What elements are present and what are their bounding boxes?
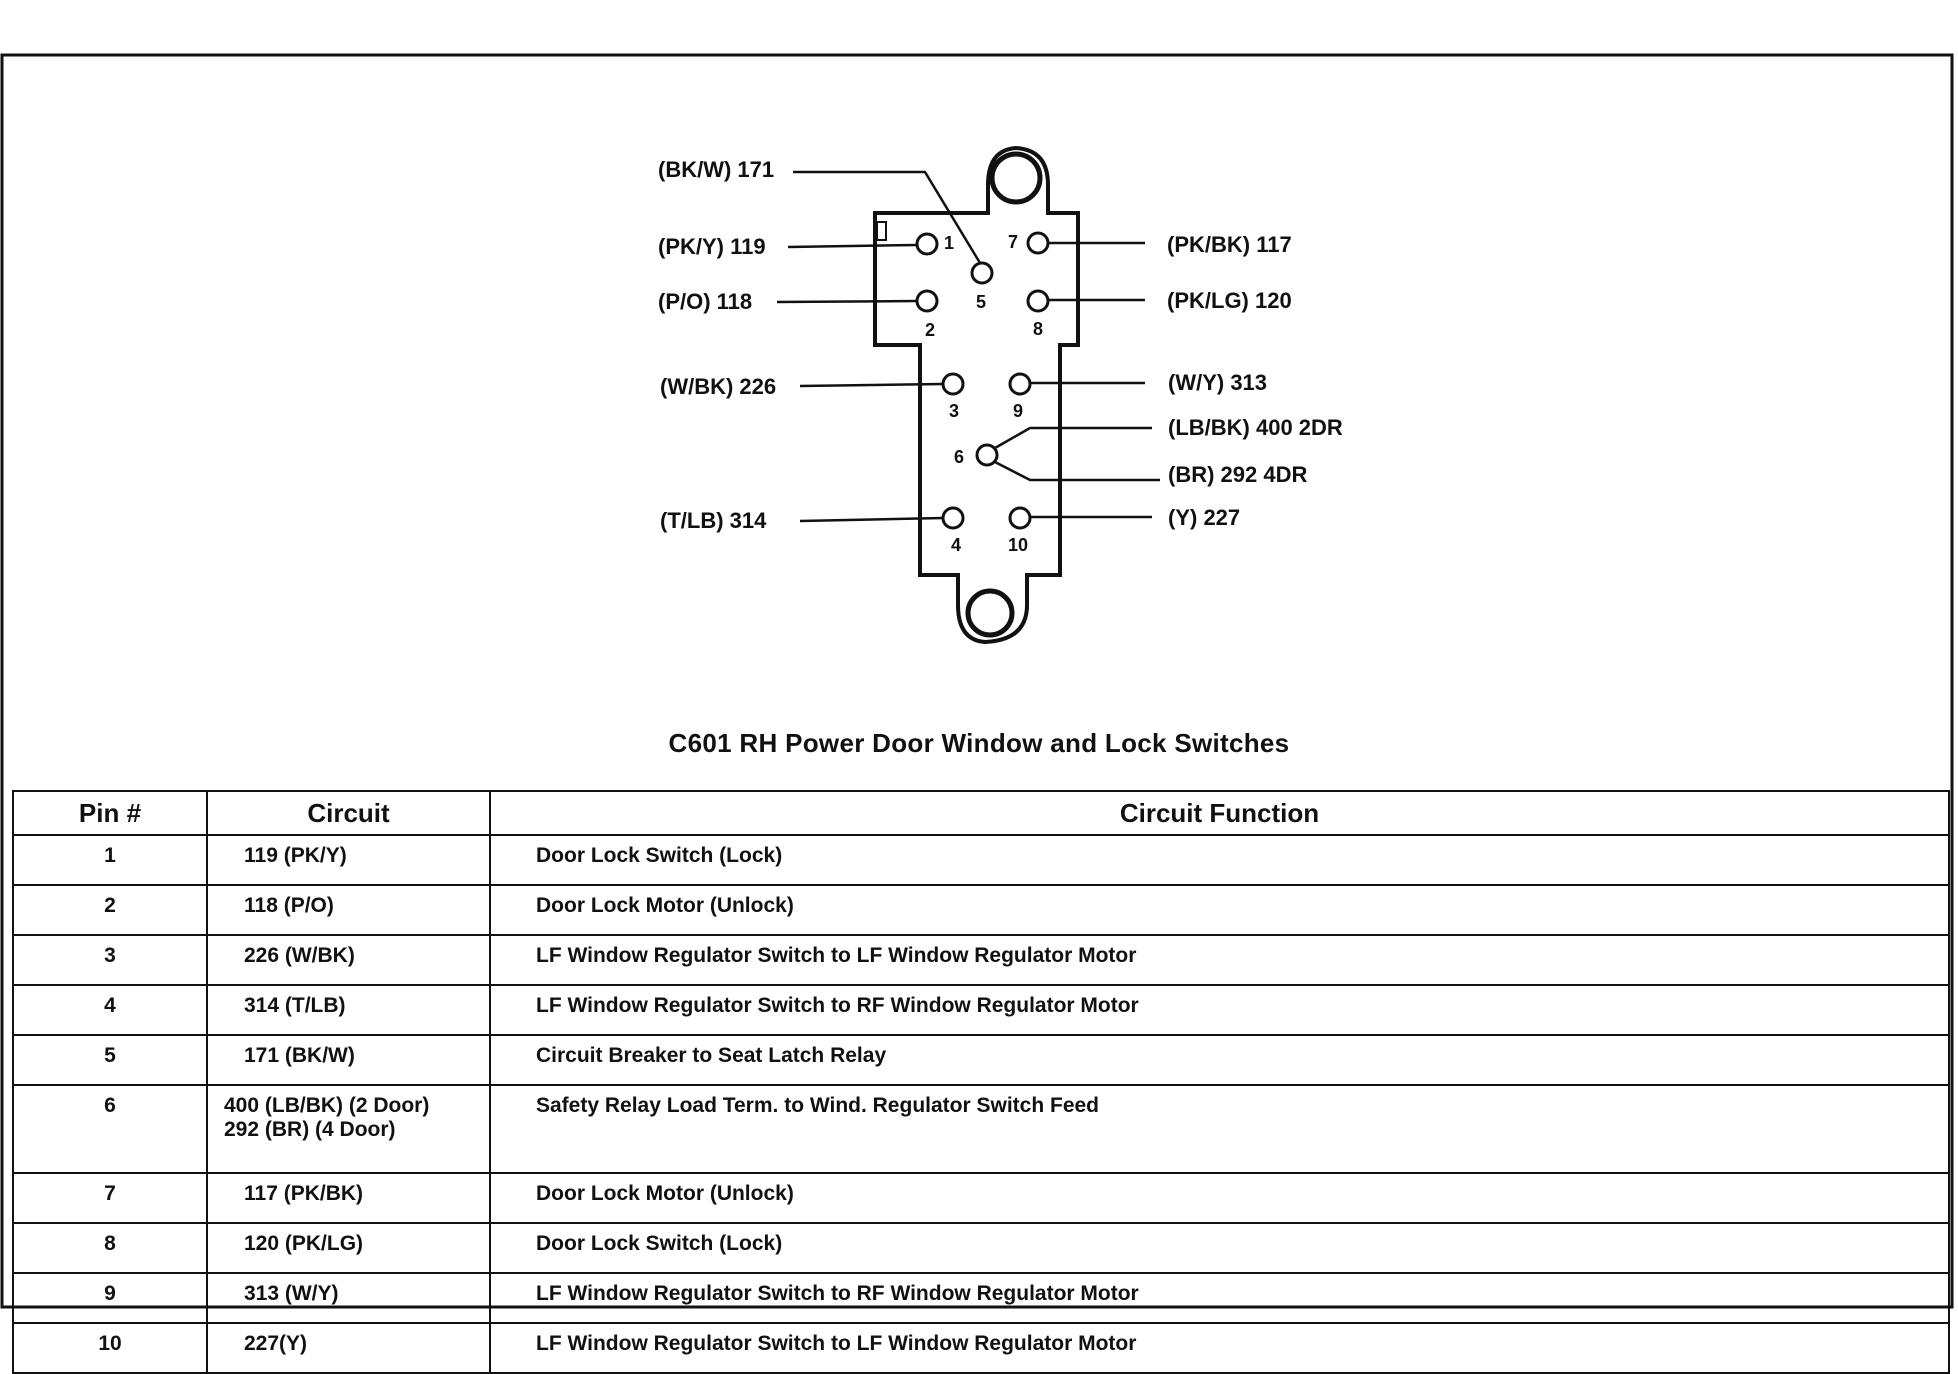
pin-number-5: 5	[976, 292, 986, 312]
table-row: 1 119 (PK/Y) Door Lock Switch (Lock)	[12, 834, 1950, 886]
pin-7-circle	[1026, 231, 1050, 255]
cell-pin: 4	[12, 984, 208, 1036]
cell-function: Circuit Breaker to Seat Latch Relay	[489, 1034, 1950, 1086]
cell-function: Door Lock Switch (Lock)	[489, 1222, 1950, 1274]
cell-function: LF Window Regulator Switch to RF Window …	[489, 1272, 1950, 1324]
cell-pin: 9	[12, 1272, 208, 1324]
pin-number-7: 7	[1008, 232, 1018, 252]
cell-circuit: 227(Y)	[206, 1322, 491, 1374]
cell-circuit: 314 (T/LB)	[206, 984, 491, 1036]
leader-pin6-4dr	[994, 460, 1160, 482]
table-row: 6 400 (LB/BK) (2 Door) 292 (BR) (4 Door)…	[12, 1084, 1950, 1174]
cell-circuit: 118 (P/O)	[206, 884, 491, 936]
leader-pin1	[787, 243, 918, 249]
pin-number-4: 4	[951, 535, 961, 555]
pin-3-circle	[941, 372, 965, 396]
pin-2-circle	[915, 289, 939, 313]
connector-outline	[873, 145, 1080, 645]
top-mount-hole	[989, 151, 1043, 205]
leader-pin6-2dr	[994, 426, 1152, 450]
leader-pin3	[799, 382, 944, 388]
pin-number-9: 9	[1013, 401, 1023, 421]
table-row: 4 314 (T/LB) LF Window Regulator Switch …	[12, 984, 1950, 1036]
wire-label-pin4: (T/LB) 314	[660, 508, 767, 533]
table-header-row: Pin # Circuit Circuit Function	[12, 790, 1950, 836]
wire-label-pin1: (PK/Y) 119	[658, 234, 766, 259]
pin-table: Pin # Circuit Circuit Function 1 119 (PK…	[12, 790, 1950, 1374]
cell-pin: 6	[12, 1084, 208, 1174]
table-row: 10 227(Y) LF Window Regulator Switch to …	[12, 1322, 1950, 1374]
cell-pin: 8	[12, 1222, 208, 1274]
wire-label-pin7: (PK/BK) 117	[1167, 232, 1292, 257]
pin-5-circle	[970, 261, 994, 285]
pin-number-10: 10	[1008, 535, 1028, 555]
header-pin: Pin #	[12, 790, 208, 836]
pin-number-3: 3	[949, 401, 959, 421]
cell-function: Door Lock Motor (Unlock)	[489, 1172, 1950, 1224]
wire-label-pin9: (W/Y) 313	[1168, 370, 1267, 395]
cell-function: Door Lock Switch (Lock)	[489, 834, 1950, 886]
table-row: 8 120 (PK/LG) Door Lock Switch (Lock)	[12, 1222, 1950, 1274]
cell-circuit: 120 (PK/LG)	[206, 1222, 491, 1274]
cell-pin: 3	[12, 934, 208, 986]
diagram-caption: C601 RH Power Door Window and Lock Switc…	[668, 728, 1290, 758]
bottom-mount-hole	[965, 588, 1015, 638]
cell-function: Safety Relay Load Term. to Wind. Regulat…	[489, 1084, 1950, 1174]
table-row: 7 117 (PK/BK) Door Lock Motor (Unlock)	[12, 1172, 1950, 1224]
wire-label-pin5: (BK/W) 171	[658, 157, 774, 182]
pin-number-8: 8	[1033, 319, 1043, 339]
cell-circuit: 117 (PK/BK)	[206, 1172, 491, 1224]
wire-label-pin8: (PK/LG) 120	[1167, 288, 1292, 313]
cell-function: LF Window Regulator Switch to RF Window …	[489, 984, 1950, 1036]
cell-pin: 10	[12, 1322, 208, 1374]
cell-circuit: 313 (W/Y)	[206, 1272, 491, 1324]
leader-lines	[776, 170, 1160, 523]
pin-1-circle	[915, 232, 939, 256]
pin-10-circle	[1008, 506, 1032, 530]
cell-function: LF Window Regulator Switch to LF Window …	[489, 934, 1950, 986]
cell-function: Door Lock Motor (Unlock)	[489, 884, 1950, 936]
pin-9-circle	[1008, 372, 1032, 396]
table-row: 5 171 (BK/W) Circuit Breaker to Seat Lat…	[12, 1034, 1950, 1086]
cell-circuit: 400 (LB/BK) (2 Door) 292 (BR) (4 Door)	[206, 1084, 491, 1174]
cell-circuit: 119 (PK/Y)	[206, 834, 491, 886]
cell-function: LF Window Regulator Switch to LF Window …	[489, 1322, 1950, 1374]
table-row: 2 118 (P/O) Door Lock Motor (Unlock)	[12, 884, 1950, 936]
pin-8-circle	[1026, 289, 1050, 313]
wire-label-pin10: (Y) 227	[1168, 505, 1240, 530]
header-circuit-function: Circuit Function	[489, 790, 1950, 836]
table-row: 3 226 (W/BK) LF Window Regulator Switch …	[12, 934, 1950, 986]
table-row: 9 313 (W/Y) LF Window Regulator Switch t…	[12, 1272, 1950, 1324]
leader-pin4	[799, 516, 944, 523]
cell-circuit: 226 (W/BK)	[206, 934, 491, 986]
leader-pin2	[776, 299, 918, 304]
cell-pin: 5	[12, 1034, 208, 1086]
cell-pin: 1	[12, 834, 208, 886]
pin-4-circle	[941, 506, 965, 530]
wire-label-pin6-4dr: (BR) 292 4DR	[1168, 462, 1307, 487]
wire-label-pin3: (W/BK) 226	[660, 374, 776, 399]
header-circuit: Circuit	[206, 790, 491, 836]
cell-circuit: 171 (BK/W)	[206, 1034, 491, 1086]
pin-6-circle	[975, 443, 999, 467]
pin-number-2: 2	[925, 320, 935, 340]
cell-pin: 2	[12, 884, 208, 936]
pin-number-6: 6	[954, 447, 964, 467]
pin-circles	[915, 231, 1050, 530]
wire-label-pin2: (P/O) 118	[658, 289, 752, 314]
wire-label-pin6-2dr: (LB/BK) 400 2DR	[1168, 415, 1343, 440]
leader-pin5	[793, 170, 982, 264]
pin-number-1: 1	[944, 233, 954, 253]
latch-mark	[876, 221, 887, 241]
cell-pin: 7	[12, 1172, 208, 1224]
